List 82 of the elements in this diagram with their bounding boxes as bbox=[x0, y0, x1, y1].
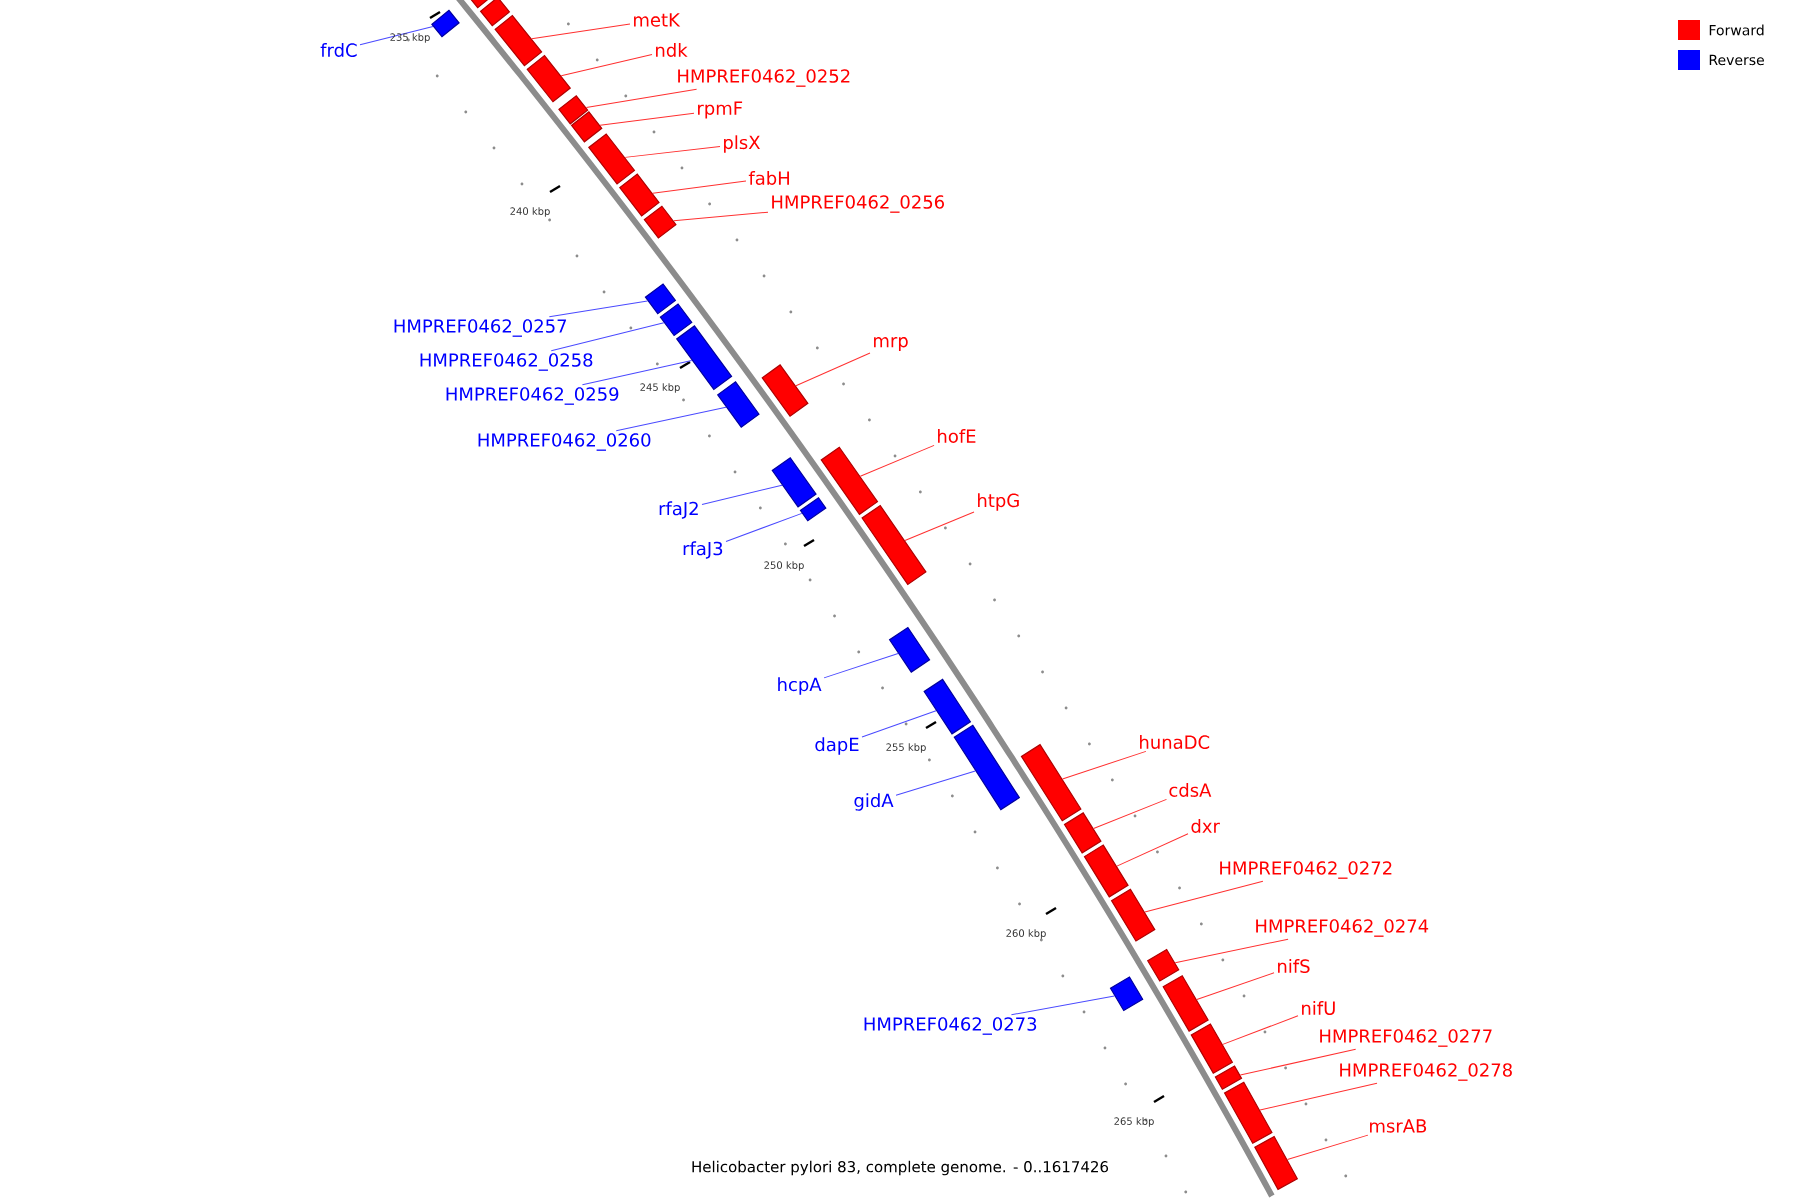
leader-line bbox=[548, 300, 648, 318]
leader-line bbox=[861, 710, 937, 738]
gene-block bbox=[1146, 948, 1180, 982]
leader-line bbox=[904, 511, 975, 541]
gene-label: HMPREF0462_0260 bbox=[478, 433, 651, 451]
gene-block bbox=[771, 456, 817, 508]
gene-label: dapE bbox=[815, 737, 859, 755]
gene-block bbox=[761, 364, 809, 417]
gene-label: fabH bbox=[748, 171, 789, 185]
leader-line bbox=[1286, 1134, 1369, 1160]
gene-block bbox=[431, 9, 460, 38]
gene-label: nifS bbox=[1278, 959, 1310, 973]
gene-label: plsX bbox=[724, 135, 760, 153]
leader-line bbox=[1222, 1015, 1299, 1045]
gene-label: HMPREF0462_0274 bbox=[1256, 919, 1429, 937]
leader-line bbox=[624, 145, 721, 158]
gene-label: rfaJ3 bbox=[683, 541, 723, 559]
leader-line bbox=[725, 512, 803, 542]
gene-block bbox=[558, 94, 589, 125]
leader-line bbox=[1259, 1082, 1378, 1111]
gene-label: frdC bbox=[320, 43, 357, 57]
gene-block bbox=[799, 496, 827, 522]
gene-label: hofE bbox=[938, 429, 976, 443]
leader-line bbox=[823, 653, 899, 679]
gene-block bbox=[1109, 976, 1144, 1012]
gene-label: HMPREF0462_0252 bbox=[678, 69, 850, 87]
leader-line bbox=[859, 444, 935, 477]
gene-label: gidA bbox=[854, 793, 894, 811]
gene-label: ndk bbox=[656, 43, 688, 57]
leader-line bbox=[531, 23, 631, 40]
gene-block bbox=[1020, 743, 1082, 822]
gene-label: msrAB bbox=[1370, 1119, 1427, 1133]
leader-line bbox=[1010, 995, 1115, 1016]
leader-line bbox=[359, 26, 434, 46]
gene-block bbox=[1083, 844, 1129, 898]
gene-block bbox=[888, 626, 931, 673]
leader-line bbox=[673, 211, 769, 222]
gene-label: HMPREF0462_0273 bbox=[864, 1017, 1037, 1035]
leader-line bbox=[585, 88, 698, 109]
gene-label: HMPREF0462_0256 bbox=[772, 195, 944, 213]
gene-block bbox=[659, 303, 693, 337]
gene-label: HMPREF0462_0277 bbox=[1320, 1029, 1492, 1047]
gene-block bbox=[1162, 974, 1209, 1032]
gene-label: mrp bbox=[874, 337, 908, 351]
gene-block bbox=[643, 205, 677, 239]
gene-block bbox=[570, 111, 603, 143]
gene-label: HMPREF0462_0257 bbox=[394, 319, 567, 337]
gene-label: htpG bbox=[978, 493, 1019, 511]
leader-line bbox=[701, 484, 783, 505]
leader-line bbox=[1062, 750, 1147, 780]
gene-label: dxr bbox=[1191, 819, 1220, 833]
leader-line bbox=[1239, 1048, 1357, 1076]
gene-block bbox=[1063, 812, 1102, 854]
gene-block bbox=[587, 133, 636, 185]
gene-label: metK bbox=[634, 13, 681, 27]
gene-label: cdsA bbox=[1169, 783, 1212, 797]
leader-line bbox=[652, 180, 747, 194]
gene-block bbox=[494, 14, 543, 67]
gene-label: hunaDC bbox=[1140, 735, 1210, 749]
gene-label: HMPREF0462_0272 bbox=[1220, 861, 1392, 879]
gene-label: nifU bbox=[1302, 1001, 1335, 1015]
gene-label: rpmF bbox=[698, 101, 743, 119]
gene-label: rfaJ2 bbox=[659, 501, 698, 519]
gene-block bbox=[716, 381, 760, 428]
leader-line bbox=[1144, 880, 1264, 913]
leader-line bbox=[1116, 833, 1189, 867]
leader-line bbox=[550, 322, 665, 352]
leader-line bbox=[581, 359, 693, 386]
leader-line bbox=[1174, 938, 1289, 964]
gene-label: HMPREF0462_0258 bbox=[420, 353, 593, 371]
leader-line bbox=[560, 53, 653, 77]
gene-label: HMPREF0462_0259 bbox=[446, 387, 619, 405]
leader-line bbox=[895, 770, 976, 796]
leader-line bbox=[599, 112, 695, 126]
leader-line bbox=[1093, 798, 1167, 829]
leader-line bbox=[795, 352, 871, 387]
gene-block bbox=[1110, 888, 1156, 942]
leader-line bbox=[1196, 972, 1275, 1001]
gene-block bbox=[619, 173, 660, 217]
leader-line bbox=[615, 406, 727, 432]
gene-label: HMPREF0462_0278 bbox=[1340, 1063, 1512, 1081]
gene-label: hcpA bbox=[778, 677, 822, 695]
